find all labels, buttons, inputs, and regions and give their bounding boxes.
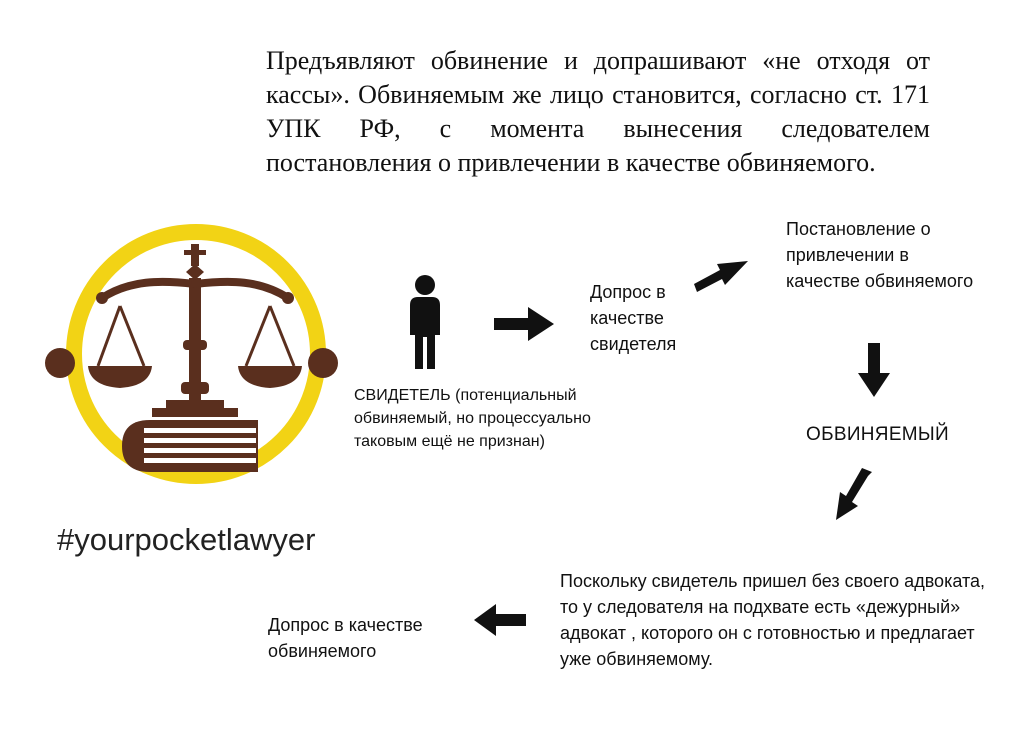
lawyer-note: Поскольку свидетель пришел без своего ад… — [560, 571, 986, 669]
intro-paragraph: Предъявляют обвинение и допрашивают «не … — [266, 46, 930, 177]
witness-title: СВИДЕТЕЛЬ — [354, 387, 451, 404]
accused-label: ОБВИНЯЕМЫЙ — [806, 424, 949, 445]
arrow-down-icon — [858, 343, 890, 397]
witness-label: СВИДЕТЕЛЬ (потенциальный обвиняемый, но … — [354, 384, 624, 453]
arrow-up-right-icon — [694, 261, 748, 292]
resolution-label: Постановление о привлечении в качестве о… — [786, 219, 974, 291]
scales-of-justice-icon — [45, 224, 338, 484]
accused-interrogation: Допрос в качестве обвиняемого — [268, 615, 423, 661]
arrow-down-left-icon — [836, 468, 872, 520]
hashtag: #yourpocketlawyer — [57, 522, 316, 557]
arrow-right-icon — [494, 307, 554, 341]
person-icon — [410, 275, 440, 369]
arrow-left-icon — [474, 604, 526, 636]
witness-note: (потенциальный обвиняемый, но процессуал… — [354, 387, 591, 450]
witness-interrogation: Допрос в качестве свидетеля — [590, 282, 677, 354]
